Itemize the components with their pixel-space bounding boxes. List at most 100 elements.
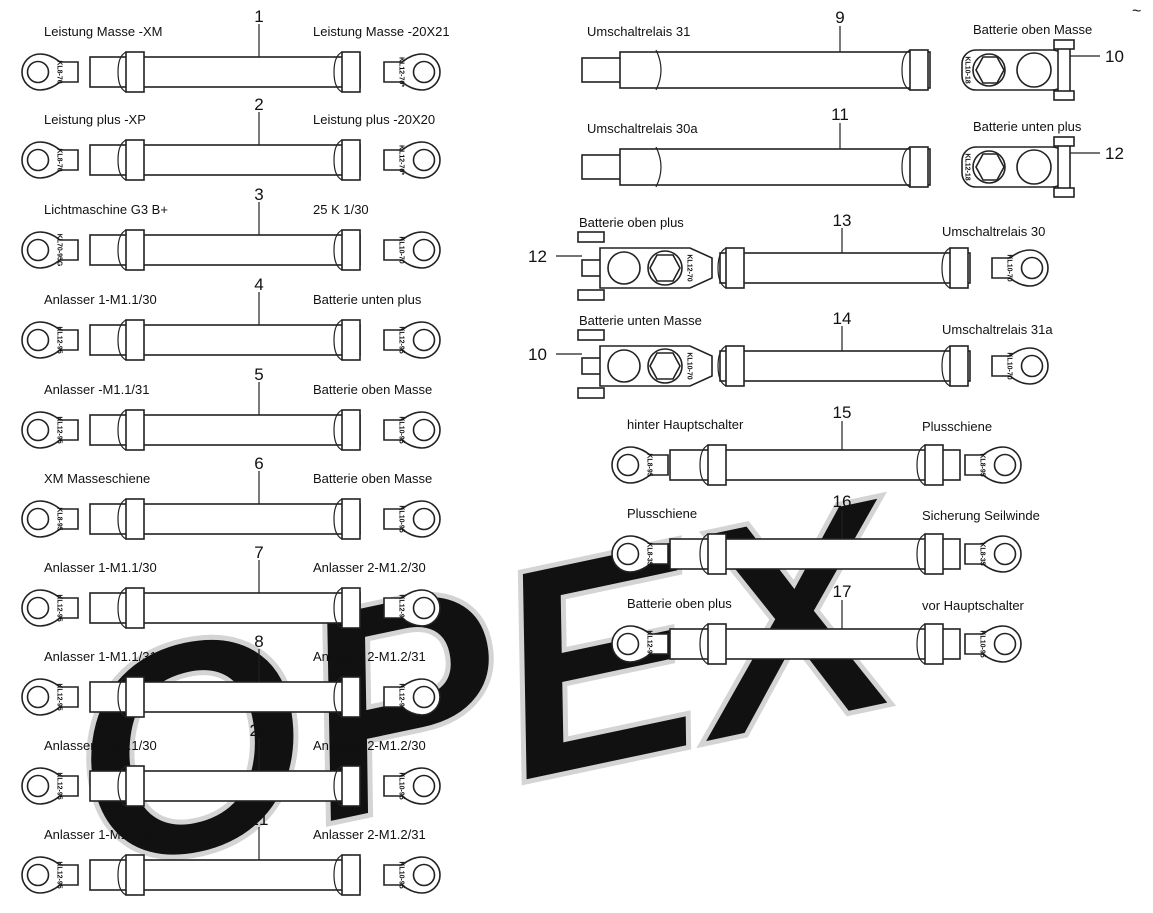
cable-right-label: Batterie oben Masse [973, 22, 1092, 37]
cable-number: 21 [250, 810, 269, 829]
lug-tag: KL12-95 [398, 594, 405, 621]
cable-number: 6 [254, 454, 263, 473]
left-sleeve [117, 139, 145, 181]
sleeve [341, 319, 361, 361]
right-sleeve [333, 498, 361, 540]
cable-number: 15 [833, 403, 852, 422]
sleeve-flare [117, 854, 127, 896]
right-sleeve [333, 229, 361, 271]
lug-tag: KL10-70 [1006, 254, 1013, 281]
left-sleeve [117, 587, 145, 629]
left-sleeve [117, 319, 145, 361]
right-lug: KL10-95 [383, 411, 441, 449]
lug-hole [26, 863, 50, 887]
cable-right-label: Anlasser 2-M1.2/30 [313, 560, 426, 575]
right-sleeve [333, 587, 361, 629]
sleeve-flare [333, 51, 343, 93]
sleeve-flare [333, 319, 343, 361]
cable-number: 16 [833, 492, 852, 511]
lug-hole [26, 328, 50, 352]
lug-tag: KL8-95 [979, 453, 986, 476]
lug-hole [26, 774, 50, 798]
lug-tag: KL12-95 [56, 772, 63, 799]
cable-number: 9 [835, 8, 844, 27]
cable-number: 20 [250, 721, 269, 740]
sleeve-flare [699, 444, 709, 486]
cable-right-label: Batterie unten plus [313, 292, 422, 307]
lug-hole [993, 453, 1017, 477]
cable-left-label: Anlasser -M1.1/31 [44, 382, 150, 397]
cable-left-label: Umschaltrelais 31 [587, 24, 690, 39]
sleeve [341, 139, 361, 181]
sleeve-flare [117, 319, 127, 361]
bolt-nut [1053, 187, 1075, 198]
cable-right-label: Anlasser 2-M1.2/30 [313, 738, 426, 753]
lug-tag: KL10-70 [1006, 352, 1013, 379]
bolt-nut [1053, 90, 1075, 101]
lug-tag: KL12-95 [56, 416, 63, 443]
right-lug: KL10-70 [991, 347, 1049, 385]
lug-hole [993, 632, 1017, 656]
right-sleeve [901, 49, 929, 91]
lug-hole [616, 453, 640, 477]
sleeve-flare [941, 345, 951, 387]
lug-tag: KL10-70 [686, 352, 693, 379]
crimp-mark [655, 49, 662, 91]
cable-number: 17 [833, 582, 852, 601]
cable-right-label: Umschaltrelais 30 [942, 224, 1045, 239]
sleeve [707, 623, 727, 665]
left-sleeve [117, 229, 145, 271]
sleeve [924, 533, 944, 575]
clamp-number: 12 [1105, 144, 1124, 163]
lug-hole [616, 542, 640, 566]
left-lug: KL12-95 [21, 678, 79, 716]
lug-hole [26, 685, 50, 709]
cable-number: 11 [831, 105, 849, 124]
right-sleeve [901, 146, 929, 188]
clamp-ring [607, 349, 641, 383]
left-sleeve [117, 51, 145, 93]
lug-tag: KL10-95 [398, 416, 405, 443]
left-lug: KL12-95 [611, 625, 669, 663]
sleeve-flare [117, 498, 127, 540]
left-lug: KL8-95 [611, 446, 669, 484]
right-sleeve [916, 623, 944, 665]
sleeve-flare [333, 139, 343, 181]
left-sleeve [699, 623, 727, 665]
left-sleeve [717, 247, 745, 289]
sleeve-flare [333, 498, 343, 540]
right-lug: KL12-95 [383, 589, 441, 627]
lug-tag: KL12-95 [56, 861, 63, 888]
sleeve-flare [916, 533, 926, 575]
right-sleeve [333, 765, 361, 807]
lug-tag: KL8-35 [646, 542, 653, 565]
sleeve-flare [699, 533, 709, 575]
cable-left-label: Anlasser 1-M1.1/30 [44, 738, 157, 753]
left-lug: KL12-95 [21, 411, 79, 449]
clamp-number: 12 [528, 247, 547, 266]
sleeve [125, 498, 145, 540]
sleeve [707, 444, 727, 486]
right-lug: KL10-70 [383, 231, 441, 269]
cable-number: 5 [254, 365, 263, 384]
battery-clamp [961, 39, 1075, 101]
cable-left-label: Plusschiene [627, 506, 697, 521]
clamp-ring [1016, 52, 1052, 88]
sleeve-flare [333, 229, 343, 271]
sleeve [125, 51, 145, 93]
lug-tag: KL12-18 [964, 153, 971, 180]
cable-left-label: XM Masseschiene [44, 471, 150, 486]
lug-hole [26, 596, 50, 620]
lug-tag: KL12-95 [398, 326, 405, 353]
sleeve [125, 587, 145, 629]
cable-left-label: Anlasser 1-M1.1/31 [44, 827, 157, 842]
lug-hole [26, 60, 50, 84]
left-sleeve [699, 533, 727, 575]
left-sleeve [717, 345, 745, 387]
sleeve-flare [901, 146, 911, 188]
left-sleeve [117, 498, 145, 540]
